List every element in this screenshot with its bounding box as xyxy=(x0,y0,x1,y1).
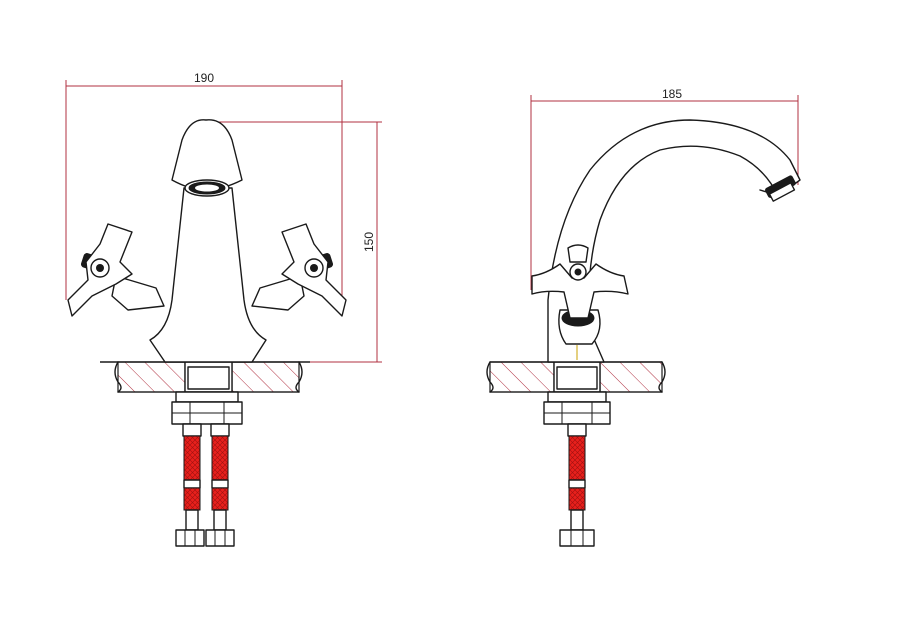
side-countertop-section xyxy=(486,361,666,393)
side-view: 185 xyxy=(486,87,801,547)
front-faucet-body xyxy=(149,119,267,363)
front-width-dimension: 190 xyxy=(65,71,343,300)
side-width-label: 185 xyxy=(662,87,682,101)
front-view: 190 150 xyxy=(65,71,382,547)
front-flexible-hoses xyxy=(175,423,235,547)
front-left-handle xyxy=(67,223,165,317)
side-faucet-spout xyxy=(547,119,801,363)
side-handle xyxy=(531,244,629,345)
front-countertop-section xyxy=(100,361,310,393)
front-mounting-nut xyxy=(171,391,243,425)
side-width-dimension: 185 xyxy=(530,87,799,290)
front-height-label: 150 xyxy=(362,232,376,252)
side-flexible-hose xyxy=(559,423,595,547)
front-right-handle xyxy=(251,223,347,317)
side-mounting-nut xyxy=(543,391,611,425)
front-width-label: 190 xyxy=(194,71,214,85)
front-height-dimension: 150 xyxy=(215,121,382,363)
